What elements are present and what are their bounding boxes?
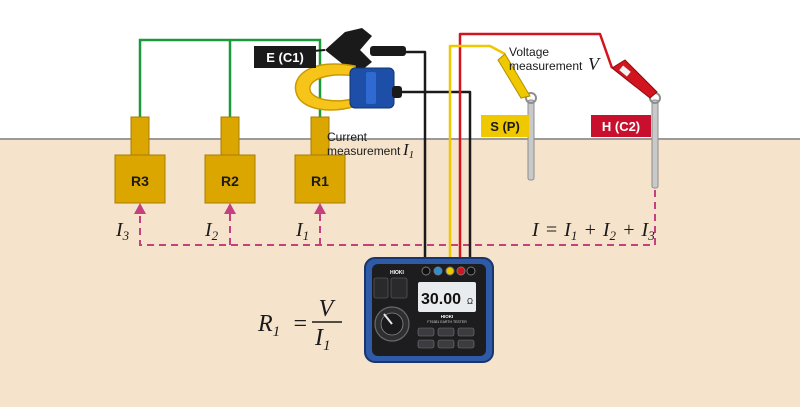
total-current-equation: I=I1+I2+I3 [531, 219, 655, 243]
clip-yellow-s [497, 53, 531, 99]
current-line1: Current [327, 130, 368, 144]
arrow-i2 [224, 203, 236, 214]
formula-numerator: V [319, 296, 336, 322]
label-s-p: S (P) [481, 115, 529, 137]
svg-text:S (P): S (P) [490, 119, 520, 134]
electrode-r1: R1 [294, 116, 346, 204]
voltage-annotation: Voltage measurement V [509, 45, 601, 74]
electrode-label-r1: R1 [311, 173, 329, 189]
electrode-label-r2: R2 [221, 173, 239, 189]
green-bonding-wires [138, 38, 322, 118]
probe-h [649, 92, 661, 189]
current-line2: measurement [327, 144, 401, 158]
current-label-i1: I1 [295, 219, 309, 243]
voltage-symbol: V [588, 54, 601, 74]
formula-equals: = [292, 311, 308, 337]
current-return-path [139, 190, 656, 246]
formula-lhs: R1 [257, 311, 280, 340]
resistance-formula: R1 = V I1 [257, 296, 342, 354]
current-label-i2: I2 [204, 219, 219, 243]
test-leads [392, 32, 614, 270]
electrode-r2: R2 [204, 116, 256, 204]
meter-display-unit: Ω [467, 297, 473, 306]
meter-model-text: HIOKI [441, 314, 454, 319]
lead-black-e [405, 50, 427, 270]
electrode-label-r3: R3 [131, 173, 149, 189]
electrode-r3: R3 [114, 116, 166, 204]
lead-red-h [458, 32, 614, 270]
svg-text:H (C2): H (C2) [602, 119, 640, 134]
label-e-c1: E (C1) [254, 46, 316, 68]
clip-red-h [611, 59, 658, 99]
probe-s [525, 92, 537, 181]
lead-yellow-s [448, 44, 506, 270]
meter-terminals [421, 266, 476, 276]
current-arrows [134, 203, 326, 214]
current-label-i3: I3 [115, 219, 130, 243]
arrow-i1 [314, 203, 326, 214]
voltage-line2: measurement [509, 59, 583, 73]
meter-buttons [417, 327, 475, 349]
current-clamp-sensor [294, 63, 402, 111]
formula-denominator: I1 [314, 325, 331, 354]
current-annotation: Current measurement I1 [327, 130, 414, 161]
arrow-i3 [134, 203, 146, 214]
svg-text:E (C1): E (C1) [266, 50, 304, 65]
lead-black-clamp-sense [392, 90, 472, 270]
meter-brand: HIOKI [390, 270, 405, 276]
meter-display-value: 30.00 [421, 291, 461, 308]
voltage-line1: Voltage [509, 45, 549, 59]
earth-tester-meter: HIOKI 30.00 Ω HIOKI FT6381 EARTH TESTER [364, 257, 494, 363]
label-h-c2: H (C2) [591, 115, 651, 137]
meter-display [418, 282, 476, 312]
current-symbol: I1 [402, 140, 414, 161]
meter-sub-text: FT6381 EARTH TESTER [427, 320, 467, 324]
